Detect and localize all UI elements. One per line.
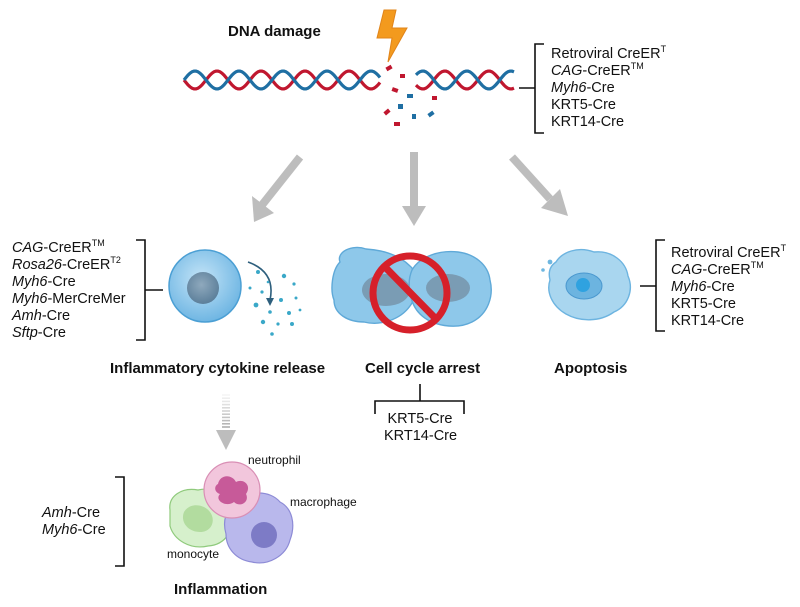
cre-line-item: KRT14-Cre — [551, 114, 666, 131]
dna-helix-left-icon — [182, 69, 382, 91]
cre-line-superscript: TM — [630, 61, 644, 71]
arrow-to-apoptosis — [509, 154, 568, 216]
cre-line-name: KRT5-Cre — [551, 97, 616, 113]
cre-line-superscript: T — [660, 44, 667, 54]
cre-line-name: -Cre — [41, 308, 71, 324]
cre-line-name: -Cre — [71, 505, 101, 521]
cre-line-name: KRT5-Cre — [387, 411, 453, 427]
cre-line-name: -CreER — [702, 262, 751, 278]
cre-line-item: Myh6-Cre — [671, 279, 786, 296]
cre-line-item: Myh6-Cre — [12, 274, 126, 291]
cre-line-name: -Cre — [586, 80, 615, 96]
cre-line-name: -Cre — [37, 325, 66, 341]
cre-line-gene: Amh — [12, 308, 42, 324]
apoptotic-cell-icon — [541, 248, 632, 321]
dna-fragments-icon — [383, 64, 437, 126]
inflammatory-cell-icon — [168, 249, 274, 323]
cre-line-gene: Myh6 — [42, 522, 78, 538]
cre-line-gene: CAG — [12, 240, 44, 256]
cre-line-item: Retroviral CreERT — [551, 44, 667, 63]
cre-line-name: Retroviral CreER — [551, 46, 661, 62]
bracket-dna — [519, 43, 544, 134]
cre-line-item: Amh-Cre — [12, 308, 126, 325]
cre-line-item: Sftp-Cre — [12, 325, 126, 342]
cre-line-gene: CAG — [671, 262, 703, 278]
cre-line-superscript: TM — [91, 238, 105, 248]
label-monocyte: monocyte — [167, 547, 220, 561]
dashed-arrow-to-inflammation — [216, 394, 236, 450]
cre-line-item: CAG-CreERTM — [551, 61, 666, 80]
cre-line-name: Retroviral CreER — [671, 245, 781, 261]
arrow-to-arrest — [402, 152, 426, 226]
cre-line-name: -Cre — [77, 522, 106, 538]
cre-line-item: CAG-CreERTM — [12, 238, 126, 257]
cre-line-gene: CAG — [551, 63, 583, 79]
cre-line-item: Amh-Cre — [42, 505, 106, 522]
cre-line-item: Myh6-Cre — [551, 80, 666, 97]
dna-helix-right-icon — [414, 69, 515, 91]
cre-line-gene: Myh6 — [12, 274, 48, 290]
cre-line-item: KRT5-Cre — [671, 296, 786, 313]
cre-line-name: -CreER — [43, 240, 92, 256]
cre-line-name: KRT14-Cre — [671, 313, 745, 329]
cre-line-superscript: T — [780, 243, 787, 253]
bracket-apoptosis — [640, 239, 665, 332]
label-neutrophil: neutrophil — [248, 453, 301, 467]
cre-line-item: KRT5-Cre — [384, 411, 456, 428]
cre-line-gene: Amh — [42, 505, 72, 521]
cre-line-superscript: T2 — [110, 255, 121, 265]
cre-line-item: KRT14-Cre — [384, 428, 458, 445]
label-inflammation: Inflammation — [174, 581, 268, 598]
label-macrophage: macrophage — [290, 495, 357, 509]
cre-line-gene: Myh6 — [671, 279, 707, 295]
bracket-arrest — [374, 384, 465, 414]
bracket-inflammatory — [136, 239, 163, 341]
cre-line-item: Myh6-MerCreMer — [12, 291, 126, 308]
cre-line-name: -Cre — [47, 274, 76, 290]
cre-line-name: KRT14-Cre — [551, 114, 625, 130]
arrow-to-inflammatory — [252, 154, 304, 222]
cre-line-gene: Myh6 — [551, 80, 587, 96]
cre-line-superscript: TM — [750, 260, 764, 270]
label-apoptosis: Apoptosis — [554, 360, 628, 377]
lightning-icon — [376, 9, 408, 63]
cre-line-gene: Rosa26 — [12, 257, 62, 273]
cre-line-name: -Cre — [706, 279, 735, 295]
cre-line-item: Retroviral CreERT — [671, 243, 787, 262]
bracket-inflammation — [115, 476, 125, 567]
cre-line-item: Myh6-Cre — [42, 522, 106, 539]
cre-line-name: KRT14-Cre — [384, 428, 458, 444]
cre-line-name: KRT5-Cre — [671, 296, 736, 312]
cre-line-item: Rosa26-CreERT2 — [12, 255, 126, 274]
label-cell-cycle-arrest: Cell cycle arrest — [365, 360, 481, 377]
cre-line-name: -CreER — [582, 63, 631, 79]
cre-line-gene: Myh6 — [12, 291, 48, 307]
cre-line-gene: Sftp — [12, 325, 38, 341]
cytokine-particles-icon — [248, 270, 302, 336]
arrested-cells-icon — [331, 246, 492, 334]
cre-line-name: -MerCreMer — [47, 291, 126, 307]
cre-line-item: KRT5-Cre — [551, 97, 666, 114]
cre-line-name: -CreER — [61, 257, 111, 273]
label-inflammatory-cytokine: Inflammatory cytokine release — [110, 360, 326, 377]
dna-damage-title: DNA damage — [228, 23, 321, 40]
cre-line-item: KRT14-Cre — [671, 313, 786, 330]
neutrophil-icon — [203, 461, 261, 519]
cre-line-item: CAG-CreERTM — [671, 260, 786, 279]
